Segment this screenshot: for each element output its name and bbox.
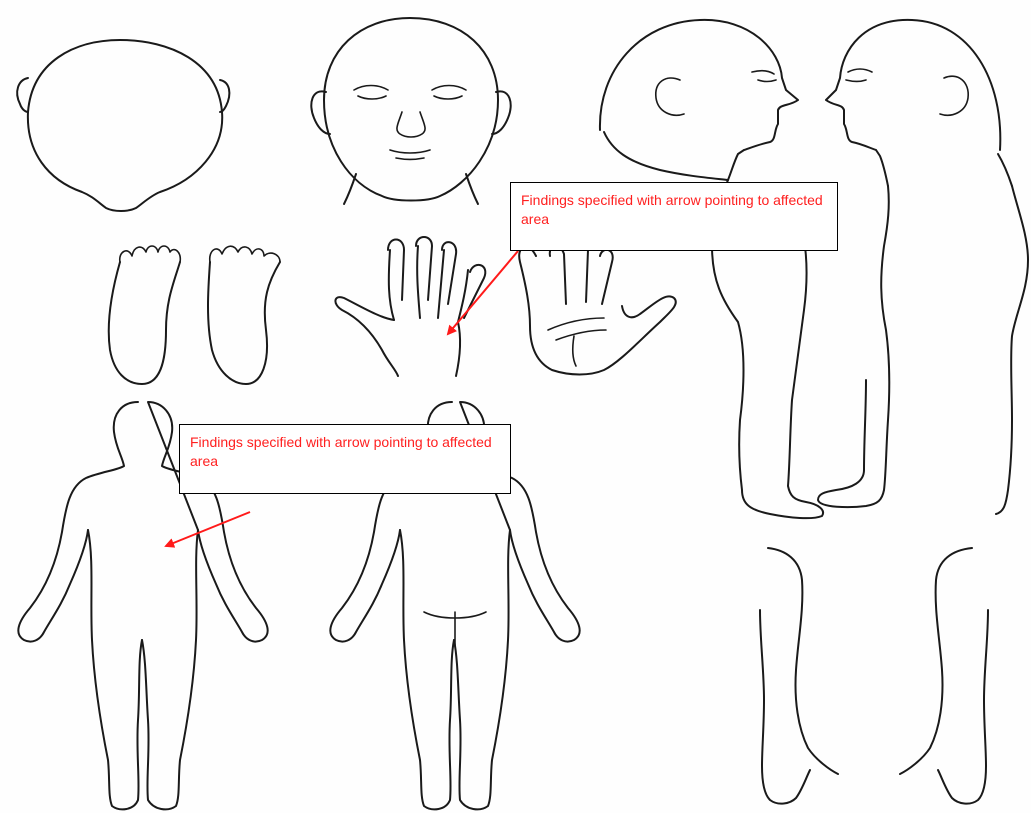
head-right-profile	[600, 20, 798, 180]
arm-right	[760, 548, 838, 804]
head-top-view	[17, 40, 229, 211]
annotation-arrow-hand	[448, 251, 518, 334]
body-side-left	[818, 186, 1028, 514]
head-left-profile	[826, 20, 1012, 186]
arm-left	[900, 548, 988, 804]
annotation-arrow-body	[166, 512, 250, 546]
head-front-view	[311, 18, 510, 204]
callout-text-body: Findings specified with arrow pointing t…	[190, 434, 492, 469]
foot-soles	[109, 246, 280, 384]
callout-box-body: Findings specified with arrow pointing t…	[179, 424, 511, 494]
hand-back	[335, 237, 485, 376]
hand-palm	[519, 241, 676, 375]
callout-box-hand: Findings specified with arrow pointing t…	[510, 182, 838, 251]
callout-text-hand: Findings specified with arrow pointing t…	[521, 192, 823, 227]
